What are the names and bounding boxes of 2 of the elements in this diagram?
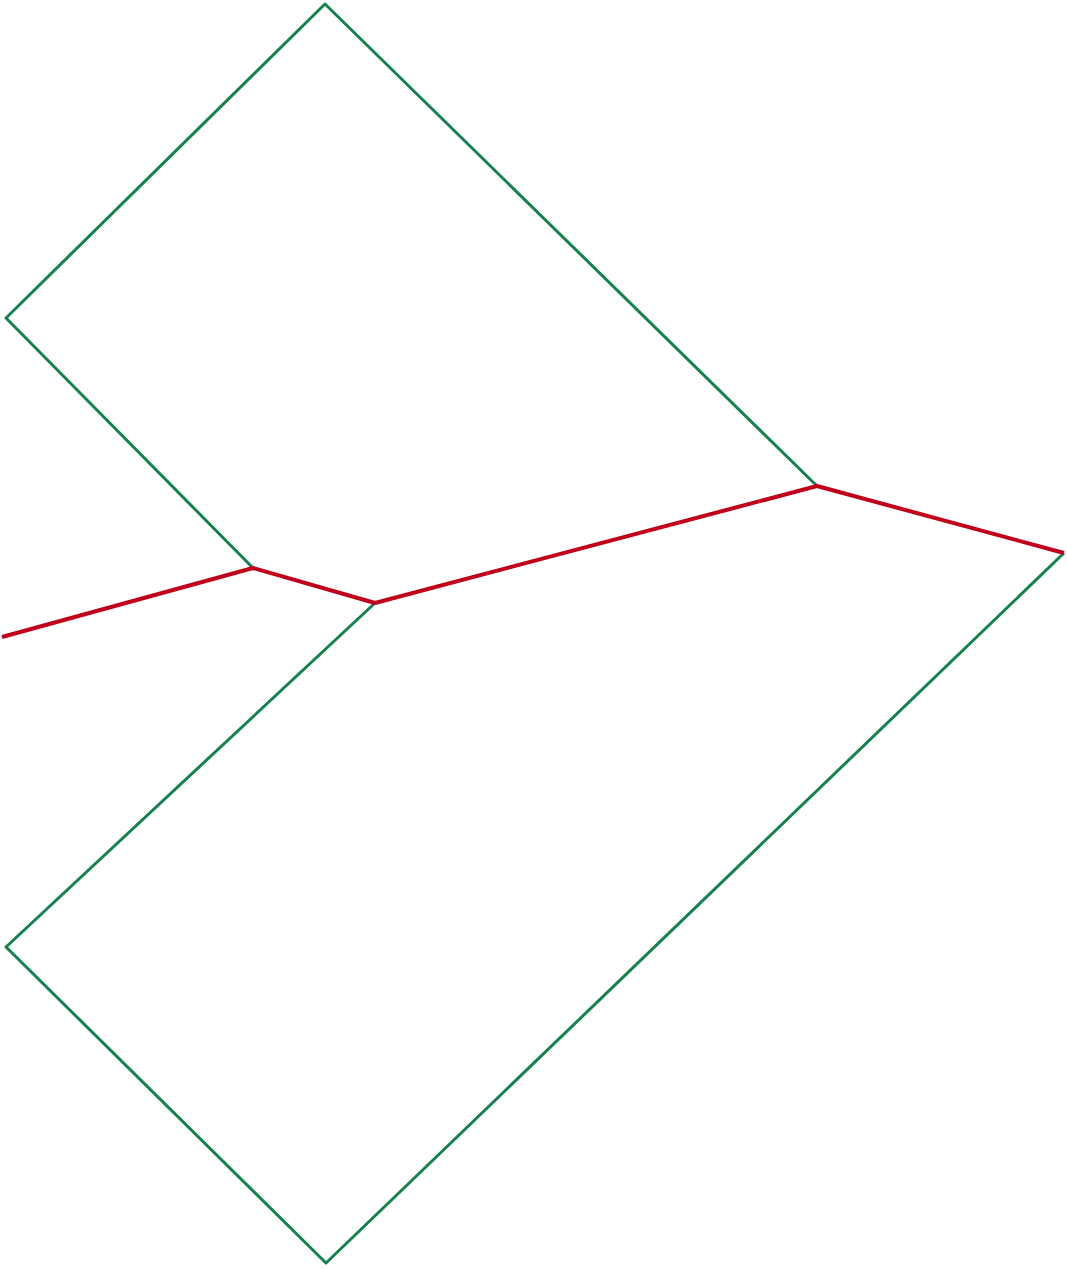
quadrilateral-outline [6, 4, 817, 568]
quadrilateral-outline [6, 553, 1064, 1263]
